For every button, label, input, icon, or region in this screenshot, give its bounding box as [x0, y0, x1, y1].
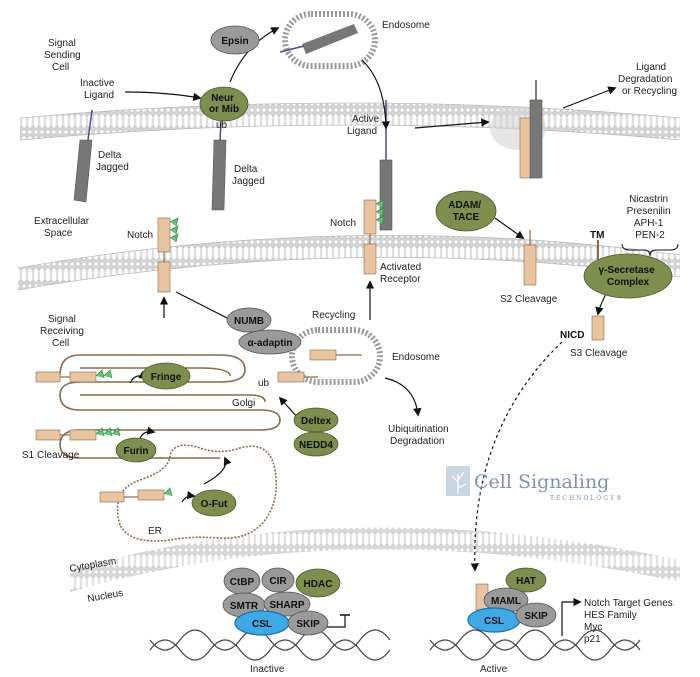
s2-cleavage-label: S2 Cleavage	[500, 294, 558, 305]
svg-text:Fringe: Fringe	[151, 372, 182, 383]
notch-s2-cleaved	[523, 230, 537, 286]
receiving-cell-membrane	[17, 234, 681, 291]
cir-node: CIR	[261, 567, 295, 593]
ligand-ubiquitinated	[211, 105, 227, 211]
skip-inactive-node: SKIP	[287, 610, 329, 636]
ligand-degradation-complex	[490, 80, 546, 179]
endosome-top	[279, 11, 378, 69]
s3-cleavage-label: S3 Cleavage	[570, 348, 628, 359]
endosome-mid-label: Endosome	[392, 352, 440, 363]
o-fut-node: O-Fut	[191, 489, 237, 517]
dna-inactive	[149, 629, 391, 661]
endosome-top-label: Endosome	[382, 20, 430, 31]
svg-text:O-Fut: O-Fut	[201, 499, 228, 510]
svg-text:SMTR: SMTR	[230, 601, 259, 612]
ligand-fate-label: Ligand Degradation or Recycling	[618, 62, 677, 97]
csl-active-node: CSL	[467, 607, 521, 633]
signal-receiving-cell-label: Signal Receiving Cell	[40, 314, 87, 349]
active-label: Active	[480, 664, 508, 675]
csl-inactive-node: CSL	[234, 610, 290, 636]
svg-text:Neur or Mib: Neur or Mib	[209, 93, 239, 115]
numb-node: NUMB	[226, 307, 272, 333]
svg-text:TECHNOLOGY®: TECHNOLOGY®	[550, 495, 624, 502]
alpha-adaptin-node: α-adaptin	[238, 329, 302, 355]
svg-text:CSL: CSL	[252, 619, 272, 630]
ubiquitination-label: Ubiquitination Degradation	[388, 424, 451, 447]
ctbp-node: CtBP	[223, 567, 261, 595]
svg-text:NUMB: NUMB	[234, 316, 264, 327]
inactive-label: Inactive	[250, 664, 285, 675]
svg-text:ADAM/ TACE: ADAM/ TACE	[448, 200, 484, 223]
svg-text:SHARP: SHARP	[269, 600, 304, 611]
svg-text:NEDD4: NEDD4	[299, 440, 333, 451]
nicd-fragment	[591, 315, 605, 341]
tm-label: TM	[590, 230, 604, 241]
golgi-label: Golgi	[232, 398, 255, 409]
svg-text:γ-Secretase Complex: γ-Secretase Complex	[599, 265, 658, 288]
adam-tace-node: ADAM/ TACE	[435, 190, 497, 232]
svg-text:SKIP: SKIP	[296, 619, 320, 630]
ub-top-label: ub	[216, 120, 228, 131]
golgi-apparatus	[59, 354, 281, 459]
skip-active-node: SKIP	[515, 602, 557, 628]
svg-text:CtBP: CtBP	[230, 577, 255, 588]
cell-signaling-logo: Cell Signaling TECHNOLOGY®	[446, 466, 624, 502]
s1-cleavage-label: S1 Cleavage	[22, 450, 80, 461]
neur-mib-node: Neur or Mib	[199, 86, 249, 122]
svg-text:CSL: CSL	[484, 616, 504, 627]
notch-mid-label: Notch	[330, 218, 356, 229]
epsin-node: Epsin	[210, 25, 260, 55]
delta-jagged-label-1: Delta Jagged	[96, 150, 129, 173]
sharp-node: SHARP	[263, 591, 311, 617]
endoplasmic-reticulum	[116, 444, 278, 542]
nuclear-membrane	[70, 527, 680, 592]
inactive-ligand-label: Inactive Ligand	[80, 78, 117, 101]
nedd4-node: NEDD4	[293, 431, 339, 457]
secretase-components-label: Nicastrin Presenilin APH-1 PEN-2	[627, 194, 674, 241]
svg-text:HAT: HAT	[516, 576, 536, 587]
svg-text:Deltex: Deltex	[301, 416, 331, 427]
svg-text:SKIP: SKIP	[524, 611, 548, 622]
nicd-label: NICD	[560, 330, 584, 341]
activated-receptor-label: Activated Receptor	[380, 262, 424, 285]
secretase-brace	[621, 243, 679, 257]
delta-jagged-label-2: Delta Jagged	[232, 164, 265, 187]
nucleus-label: Nucleus	[87, 588, 125, 605]
notch-left-label: Notch	[127, 230, 153, 241]
svg-text:HDAC: HDAC	[304, 579, 333, 590]
dna-active	[429, 629, 641, 661]
extracellular-space-label: Extracellular Space	[34, 216, 92, 239]
svg-text:Cell Signaling: Cell Signaling	[474, 471, 609, 493]
er-label: ER	[148, 526, 162, 537]
svg-text:MAML: MAML	[491, 596, 521, 607]
notch-receptor-activated	[363, 199, 385, 275]
hat-node: HAT	[505, 567, 547, 593]
golgi-notch-2	[35, 427, 121, 441]
endosome-mid	[277, 327, 383, 385]
fringe-node: Fringe	[141, 362, 191, 390]
signal-sending-cell-label: Signal Sending Cell	[44, 38, 83, 73]
svg-text:CIR: CIR	[269, 576, 287, 587]
hdac-node: HDAC	[295, 568, 341, 598]
svg-text:Epsin: Epsin	[221, 36, 248, 47]
svg-text:Furin: Furin	[124, 446, 149, 457]
svg-text:α-adaptin: α-adaptin	[247, 338, 292, 349]
deltex-node: Deltex	[293, 407, 339, 433]
activation-arrow	[561, 597, 582, 636]
recycling-label: Recycling	[312, 310, 355, 321]
furin-node: Furin	[115, 437, 157, 463]
golgi-notch-1	[35, 369, 113, 383]
target-genes-label: Notch Target Genes HES Family Myc p21	[584, 598, 676, 645]
er-notch	[99, 487, 173, 503]
active-ligand-label: Active Ligand	[347, 114, 382, 137]
ligand-inactive	[73, 109, 93, 203]
maml-node: MAML	[483, 587, 529, 613]
gamma-secretase-node: γ-Secretase Complex	[583, 253, 673, 299]
ub-mid-label: ub	[258, 378, 270, 389]
notch-receptor-left	[157, 217, 179, 293]
repression-bar	[322, 615, 346, 628]
